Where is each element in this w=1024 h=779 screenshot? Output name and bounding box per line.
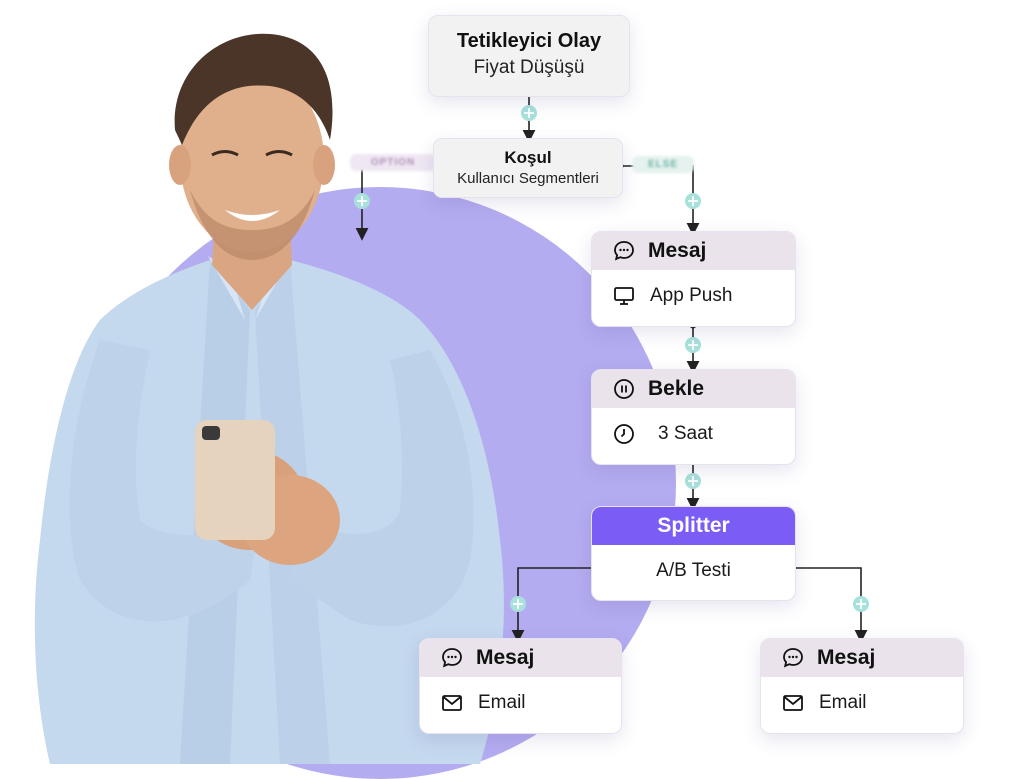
message-channel: App Push bbox=[650, 285, 733, 306]
message-channel: Email bbox=[819, 692, 867, 713]
person-photo bbox=[34, 33, 504, 764]
splitter-subtitle: A/B Testi bbox=[656, 560, 731, 581]
wait-node[interactable]: Bekle 3 Saat bbox=[591, 369, 796, 465]
condition-subtitle: Kullanıcı Segmentleri bbox=[457, 170, 599, 187]
chat-bubble-icon bbox=[442, 648, 462, 668]
chat-bubble-icon bbox=[783, 648, 803, 668]
else-tag: ELSE bbox=[632, 156, 694, 173]
condition-node[interactable]: Koşul Kullanıcı Segmentleri bbox=[433, 138, 623, 198]
message-node-email-b[interactable]: Mesaj Email bbox=[760, 638, 964, 734]
message-title: Mesaj bbox=[817, 646, 876, 669]
wait-duration: 3 Saat bbox=[658, 423, 713, 444]
message-node-push[interactable]: Mesaj App Push bbox=[591, 231, 796, 327]
wait-title: Bekle bbox=[648, 377, 705, 400]
condition-title: Koşul bbox=[504, 148, 552, 167]
mail-icon bbox=[442, 695, 462, 711]
splitter-node[interactable]: Splitter A/B Testi bbox=[591, 506, 796, 601]
option-tag: OPTION bbox=[350, 154, 436, 171]
message-title: Mesaj bbox=[476, 646, 535, 669]
trigger-subtitle: Fiyat Düşüşü bbox=[473, 57, 585, 78]
trigger-node[interactable]: Tetikleyici Olay Fiyat Düşüşü bbox=[428, 15, 630, 97]
message-node-email-a[interactable]: Mesaj Email bbox=[419, 638, 622, 734]
mail-icon bbox=[783, 695, 803, 711]
pause-icon bbox=[614, 379, 634, 399]
monitor-icon bbox=[614, 287, 634, 305]
chat-bubble-icon bbox=[614, 241, 634, 261]
trigger-title: Tetikleyici Olay bbox=[456, 30, 602, 52]
splitter-title: Splitter bbox=[657, 514, 730, 537]
clock-icon bbox=[614, 424, 634, 444]
message-title: Mesaj bbox=[648, 239, 707, 262]
plus-icon bbox=[354, 105, 869, 612]
message-channel: Email bbox=[478, 692, 526, 713]
